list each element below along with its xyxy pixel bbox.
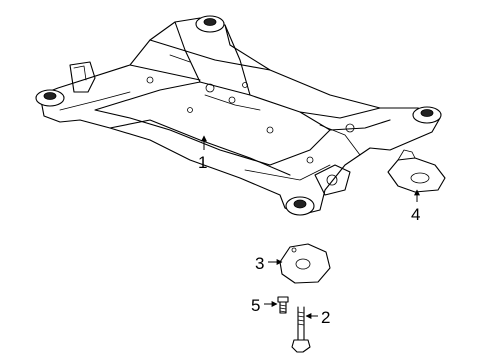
callout-5: 5 bbox=[251, 296, 278, 315]
mount-bracket-part-4 bbox=[387, 149, 446, 193]
callout-3: 3 bbox=[255, 254, 283, 273]
subframe-part-1 bbox=[35, 15, 442, 216]
callout-4: 4 bbox=[411, 189, 420, 224]
callout-label-2: 2 bbox=[321, 308, 330, 327]
callout-label-1: 1 bbox=[198, 153, 207, 172]
callout-label-4: 4 bbox=[411, 205, 420, 224]
mount-bracket-part-3 bbox=[279, 243, 331, 284]
callout-label-3: 3 bbox=[255, 254, 264, 273]
bolt-part-2 bbox=[291, 306, 311, 353]
callout-2: 2 bbox=[305, 308, 330, 327]
callout-label-5: 5 bbox=[251, 296, 260, 315]
bolt-part-5 bbox=[277, 296, 289, 314]
callout-1: 1 bbox=[198, 135, 207, 172]
